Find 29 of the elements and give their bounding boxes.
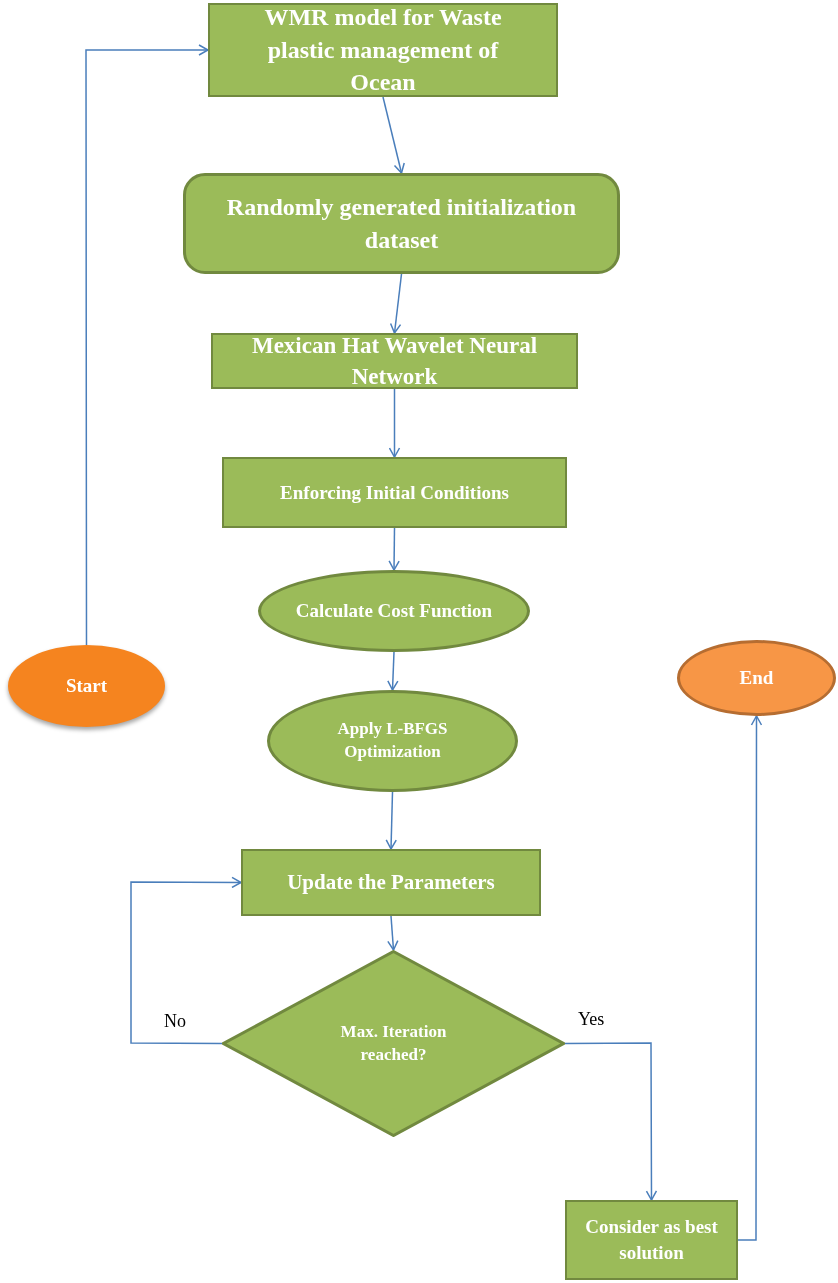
arrow: [388, 527, 400, 571]
process-box: [208, 3, 558, 97]
arrow: [737, 715, 763, 1241]
arrow: [382, 96, 405, 174]
arrow: [388, 388, 401, 458]
decision-diamond: [222, 950, 565, 1137]
arrow: [387, 915, 399, 951]
node-label: Calculate Cost Function: [295, 599, 493, 624]
node-label: Update the Parameters: [287, 869, 495, 897]
arrow: [130, 876, 242, 1045]
process-box: [222, 457, 567, 528]
node-label: Consider as best solution: [584, 1215, 719, 1265]
node-label: Max. Iteration reached?: [339, 1020, 448, 1066]
process-box: [183, 173, 620, 274]
node-label: Start: [65, 674, 108, 699]
arrow: [385, 791, 397, 850]
node-label: Randomly generated initialization dataset: [225, 193, 578, 255]
node-label: Apply L-BFGS Optimization: [336, 718, 449, 763]
arrow: [85, 44, 209, 646]
process-box: [241, 849, 541, 916]
arrow: [387, 651, 399, 691]
process-box: [211, 333, 578, 389]
node-label: WMR model for Waste plastic management of Ocean: [263, 3, 503, 98]
arrow: [564, 1042, 658, 1201]
node-label: Enforcing Initial Conditions: [280, 480, 509, 505]
process-box: [565, 1200, 738, 1280]
node-label: Mexican Hat Wavelet Neural Network: [250, 331, 539, 391]
node-label: End: [739, 666, 774, 691]
arrow: [389, 273, 403, 334]
